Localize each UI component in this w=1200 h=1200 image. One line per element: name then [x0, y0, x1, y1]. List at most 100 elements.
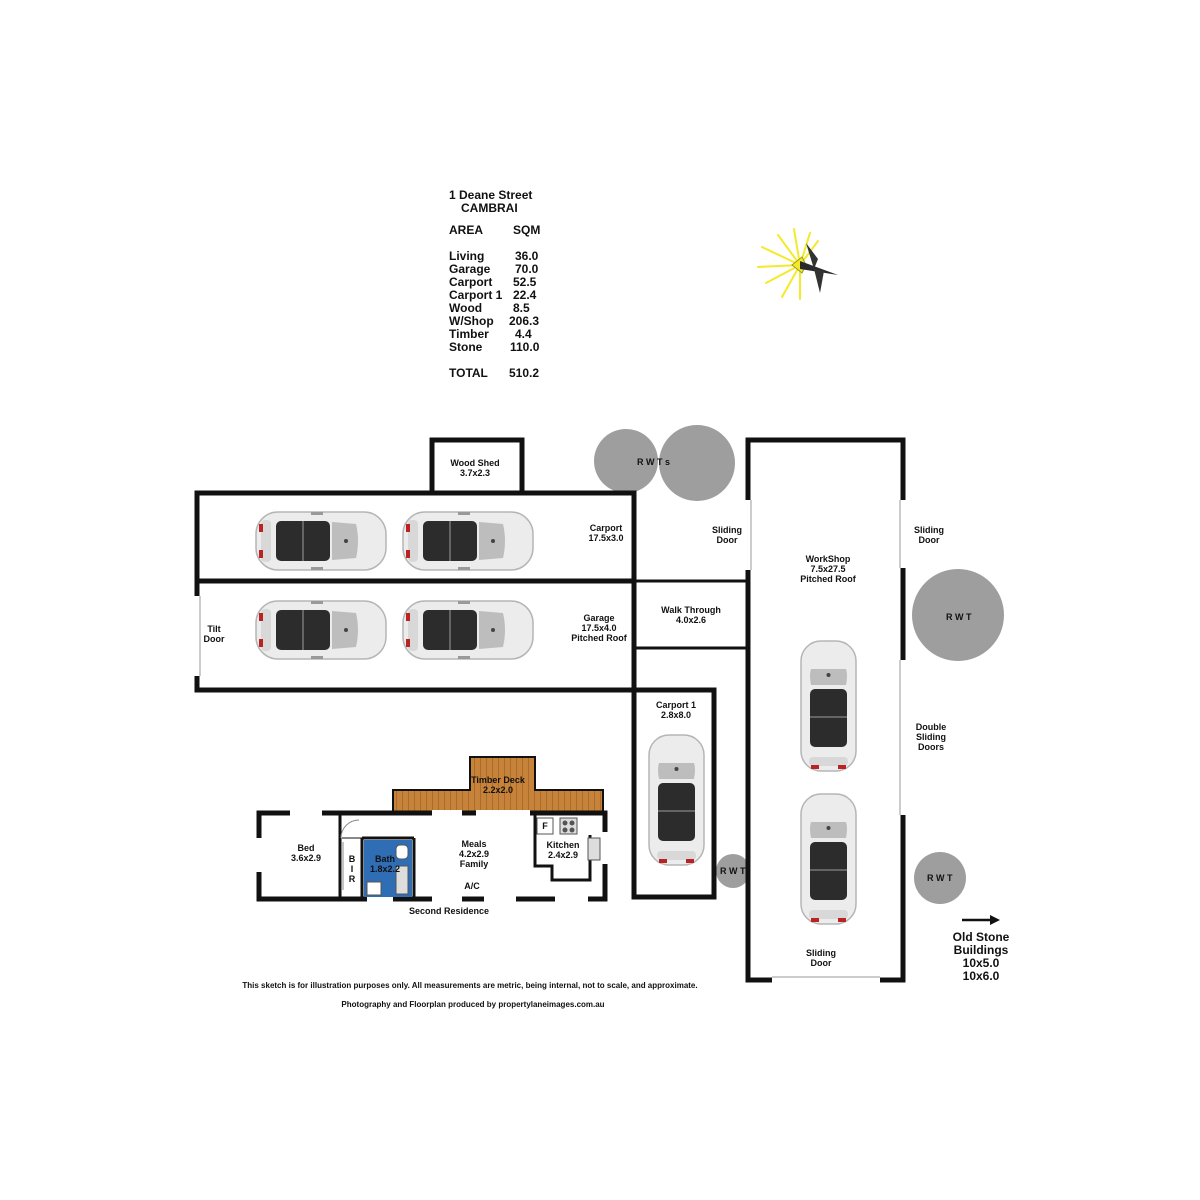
second-residence: Timber Deck 2.2x2.0 F: [256, 756, 608, 916]
area-row-label: Garage: [449, 262, 491, 276]
carport1-room: Carport 1 2.8x8.0: [631, 687, 717, 900]
rainwater-tank: [594, 429, 658, 493]
workshop-name: WorkShop: [806, 554, 851, 564]
rwt-label: R W T: [720, 866, 746, 876]
rainwater-tank: [914, 852, 966, 904]
garage-note: Pitched Roof: [571, 633, 628, 643]
compass-icon: [757, 228, 838, 300]
rwt-label: R W T: [927, 873, 953, 883]
old-stone-dims: 10x5.0: [963, 956, 1000, 970]
sliding-door-label: Door: [811, 958, 832, 968]
rainwater-tank: [912, 569, 1004, 661]
sink-icon: [587, 837, 601, 861]
area-row-label: W/Shop: [449, 314, 494, 328]
kitchen-dims: 2.4x2.9: [548, 850, 578, 860]
kitchen-name: Kitchen: [546, 840, 579, 850]
area-row-value: 8.5: [513, 301, 530, 315]
meals-note: Family: [460, 859, 489, 869]
workshop-room: WorkShop 7.5x27.5 Pitched Roof: [745, 437, 906, 983]
address-line1: 1 Deane Street: [449, 188, 532, 202]
sliding-door-label: Sliding: [712, 525, 742, 535]
meals-dims: 4.2x2.9: [459, 849, 489, 859]
bir-label: I: [351, 864, 354, 874]
car-icon: [255, 511, 387, 571]
workshop-note: Pitched Roof: [800, 574, 857, 584]
address-block: 1 Deane Street CAMBRAI: [449, 188, 532, 215]
carport1-dims: 2.8x8.0: [661, 710, 691, 720]
wood-shed-room: Wood Shed 3.7x2.3: [429, 437, 525, 493]
workshop-dims: 7.5x27.5: [810, 564, 845, 574]
credit-text: Photography and Floorplan produced by pr…: [341, 1000, 604, 1009]
second-residence-label: Second Residence: [409, 906, 489, 916]
area-row-value: 36.0: [515, 249, 539, 263]
area-row-label: Carport: [449, 275, 492, 289]
area-header: AREA: [449, 223, 483, 237]
tilt-door-label: Door: [204, 634, 225, 644]
double-sliding-doors-label: Doors: [918, 742, 944, 752]
walk-through-room: Walk Through 4.0x2.6: [634, 579, 748, 650]
rwt-label: R W T: [946, 612, 972, 622]
car-icon: [800, 793, 857, 925]
bath-dims: 1.8x2.2: [370, 864, 400, 874]
car-icon: [800, 640, 857, 772]
car-icon: [402, 511, 534, 571]
wood-shed-dims: 3.7x2.3: [460, 468, 490, 478]
meals-name: Meals: [461, 839, 486, 849]
area-row-value: 22.4: [513, 288, 537, 302]
arrow-right-icon: [962, 915, 1000, 925]
wood-shed-name: Wood Shed: [450, 458, 499, 468]
total-value: 510.2: [509, 366, 539, 380]
sqm-header: SQM: [513, 223, 540, 237]
area-row-label: Stone: [449, 340, 483, 354]
area-row-value: 206.3: [509, 314, 539, 328]
area-row-label: Wood: [449, 301, 482, 315]
area-row-label: Carport 1: [449, 288, 503, 302]
sliding-door-label: Sliding: [914, 525, 944, 535]
car-icon: [648, 734, 705, 866]
bir-label: B: [349, 854, 356, 864]
address-line2: CAMBRAI: [461, 201, 518, 215]
area-row-value: 52.5: [513, 275, 537, 289]
car-icon: [402, 600, 534, 660]
area-row-label: Living: [449, 249, 484, 263]
carport-room: Carport 17.5x3.0: [194, 490, 637, 584]
bed-name: Bed: [297, 843, 314, 853]
carport-name: Carport: [590, 523, 623, 533]
old-stone-buildings: Old Stone Buildings 10x5.0 10x6.0: [953, 915, 1010, 983]
garage-dims: 17.5x4.0: [581, 623, 616, 633]
shower-icon: [395, 865, 409, 895]
walk-through-name: Walk Through: [661, 605, 721, 615]
rwts-label: R W T s: [637, 457, 670, 467]
area-table: AREA SQM Living 36.0 Garage 70.0 Carport…: [449, 223, 540, 380]
area-row-value: 110.0: [510, 340, 540, 354]
bath-name: Bath: [375, 854, 395, 864]
timber-deck: Timber Deck 2.2x2.0: [392, 756, 604, 813]
carport1-name: Carport 1: [656, 700, 696, 710]
double-sliding-doors-label: Sliding: [916, 732, 946, 742]
total-label: TOTAL: [449, 366, 488, 380]
double-sliding-doors-label: Double: [916, 722, 947, 732]
rainwater-tank: [659, 425, 735, 501]
area-row-value: 4.4: [515, 327, 532, 341]
bed-dims: 3.6x2.9: [291, 853, 321, 863]
garage-name: Garage: [583, 613, 614, 623]
fridge-icon: [536, 817, 554, 835]
old-stone-dims: 10x6.0: [963, 969, 1000, 983]
timber-deck-name: Timber Deck: [471, 775, 526, 785]
basin-icon: [366, 881, 382, 896]
tilt-door-label: Tilt: [207, 624, 220, 634]
rainwater-tank: [716, 854, 750, 888]
walk-through-dims: 4.0x2.6: [676, 615, 706, 625]
timber-deck-dims: 2.2x2.0: [483, 785, 513, 795]
old-stone-label: Old Stone: [953, 930, 1010, 944]
area-row-label: Timber: [449, 327, 489, 341]
sliding-door-label: Door: [919, 535, 940, 545]
stove-icon: [559, 817, 578, 835]
area-row-value: 70.0: [515, 262, 539, 276]
sliding-door-label: Door: [717, 535, 738, 545]
sliding-door-label: Sliding: [806, 948, 836, 958]
toilet-icon: [395, 844, 409, 860]
garage-room: Tilt Door Garage 17.5x4.0 Pitched Roof: [194, 578, 637, 693]
ac-label: A/C: [464, 881, 480, 891]
